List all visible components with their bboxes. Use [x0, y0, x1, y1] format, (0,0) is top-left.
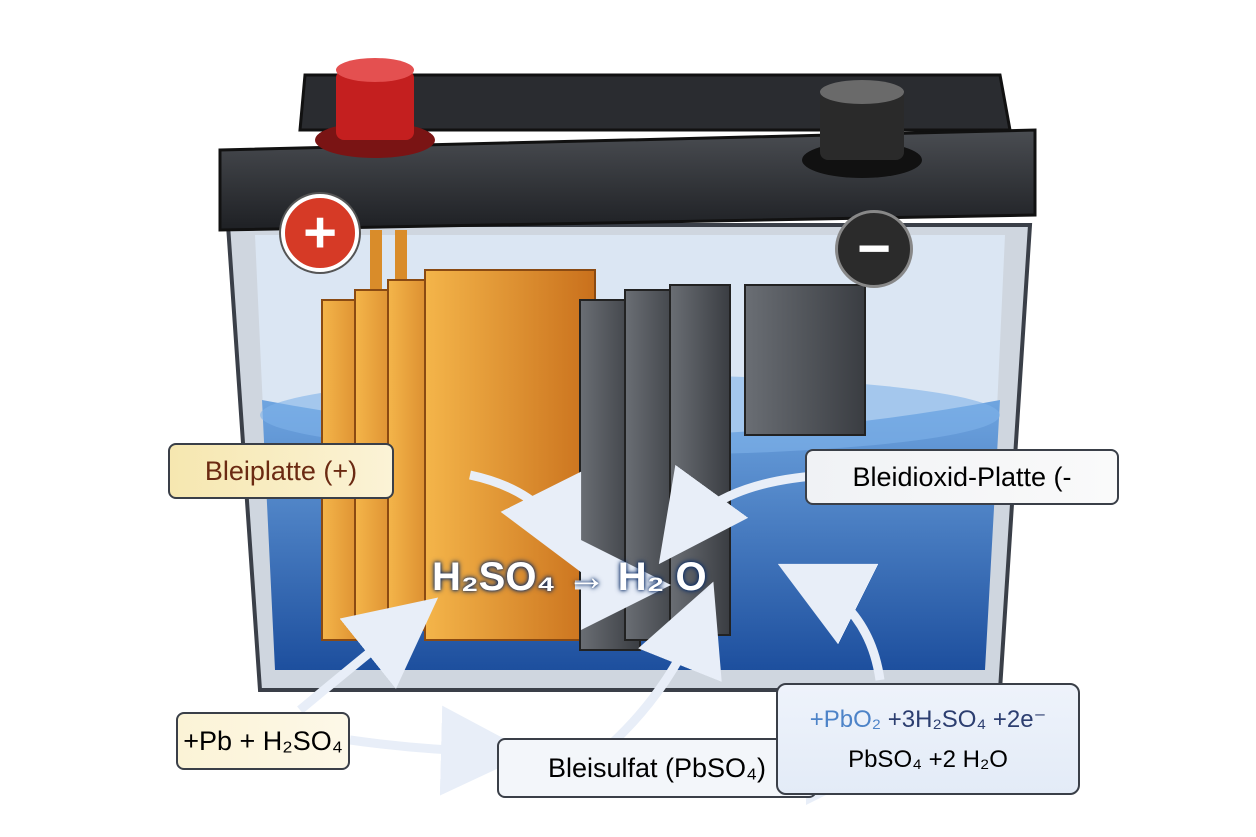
reactants-text: +Pb + H₂SO₄ [183, 725, 343, 756]
negative-plate-text: Bleidioxid-Platte (- [852, 461, 1072, 492]
center-reaction: H₂SO₄ → H₂ O [432, 555, 707, 600]
lead-sulfate-text: Bleisulfat (PbSO₄) [547, 752, 767, 783]
equation-line-1-rest: +3H₂SO₄ +2e⁻ [881, 705, 1047, 733]
negative-sign-icon: − [835, 210, 913, 288]
negative-terminal [802, 80, 922, 178]
lead-dioxide-formula: +PbO₂ [809, 705, 882, 733]
water-formula: H₂ O [617, 555, 707, 599]
positive-plate-text: Bleiplatte (+) [204, 455, 358, 486]
equation-line-2: PbSO₄ +2 H₂O [848, 745, 1008, 773]
reactants-label: +Pb + H₂SO₄ [176, 712, 350, 770]
positive-plate-label: Bleiplatte (+) [168, 443, 394, 499]
equation-line-1: +PbO₂ +3H₂SO₄ +2e⁻ [810, 705, 1047, 734]
reaction-arrow: → [566, 555, 607, 599]
positive-terminal [315, 58, 435, 158]
reaction-equation-box: +PbO₂ +3H₂SO₄ +2e⁻ PbSO₄ +2 H₂O [776, 683, 1080, 795]
negative-plate-label: Bleidioxid-Platte (- [805, 449, 1119, 505]
positive-sign-icon: + [281, 194, 359, 272]
lead-sulfate-label: Bleisulfat (PbSO₄) [497, 738, 817, 798]
sulfuric-acid-formula: H₂SO₄ [432, 555, 556, 599]
